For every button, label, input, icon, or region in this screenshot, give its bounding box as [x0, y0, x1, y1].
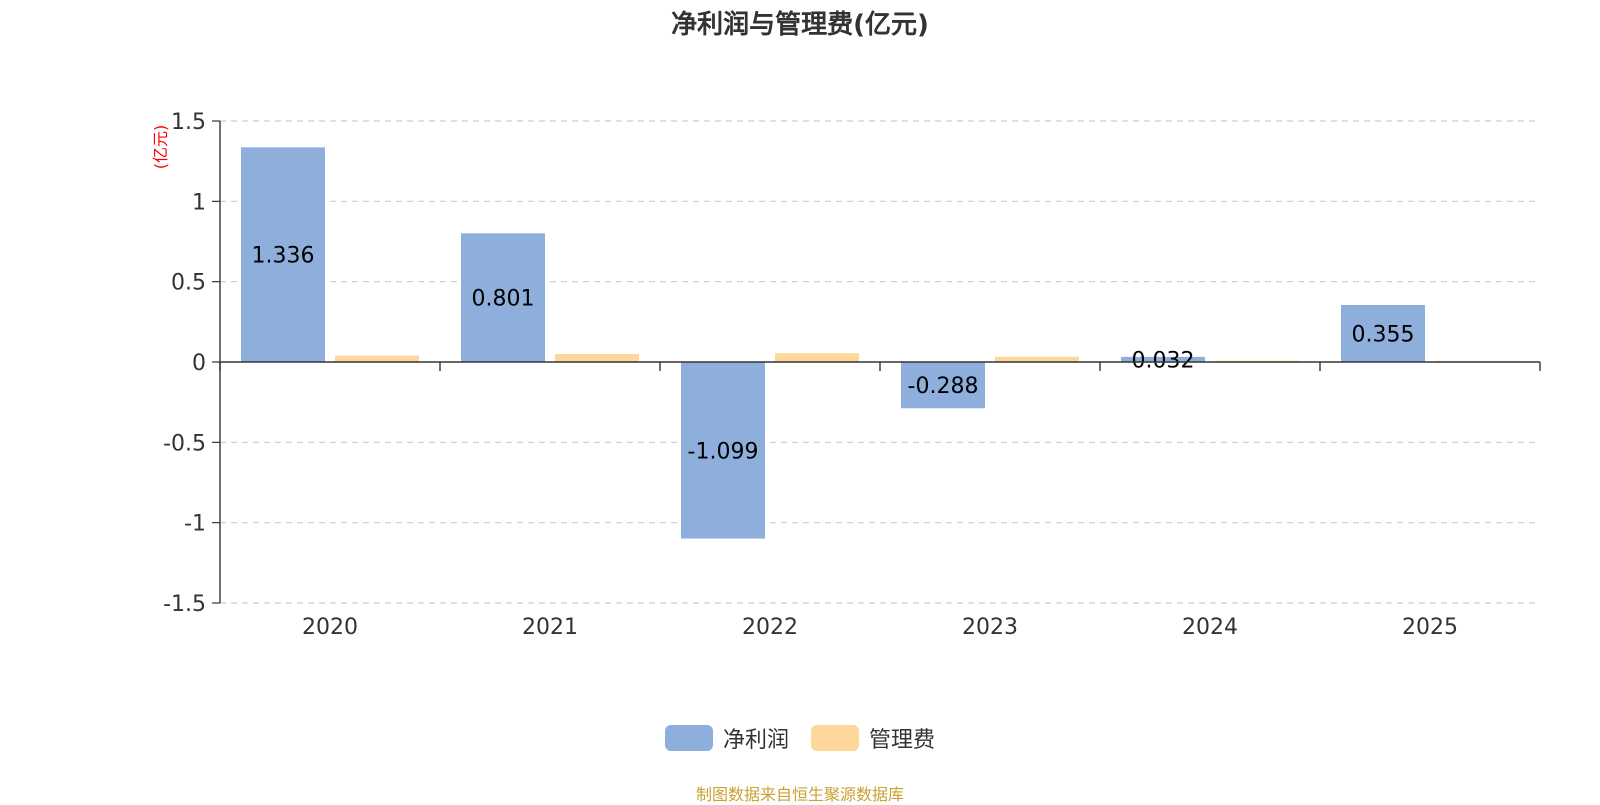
x-tick-label: 2024	[1182, 615, 1238, 640]
bar-net-profit	[461, 233, 545, 362]
data-label: 0.032	[1132, 348, 1195, 373]
y-tick-label: -1	[184, 512, 206, 537]
bar-net-profit	[1121, 356, 1205, 362]
legend-label-admin-expense: 管理费	[869, 728, 936, 753]
source-note: 制图数据来自恒生聚源数据库	[695, 785, 904, 804]
y-tick-label: -1.5	[163, 592, 206, 617]
data-label: -1.099	[688, 439, 759, 464]
bar-admin-expense	[335, 355, 419, 362]
bar-admin-expense	[775, 353, 859, 362]
y-tick-label: 1	[192, 190, 206, 215]
data-label: -0.288	[908, 374, 979, 399]
bar-admin-expense	[995, 356, 1079, 362]
bar-net-profit	[1341, 304, 1425, 362]
x-tick-label: 2025	[1402, 615, 1458, 640]
legend-swatch-admin-expense	[811, 725, 859, 751]
data-label: 0.801	[472, 287, 535, 312]
y-tick-label: -0.5	[163, 431, 206, 456]
legend-swatch-net-profit	[664, 725, 713, 751]
data-label: 0.355	[1352, 322, 1415, 347]
bar-net-profit	[681, 362, 765, 539]
x-tick-label: 2022	[742, 615, 798, 640]
x-tick-label: 2021	[522, 615, 578, 640]
y-axis-label: (亿元)	[151, 125, 170, 170]
chart-title: 净利润与管理费(亿元)	[671, 10, 929, 40]
legend-item-admin-expense[interactable]: 管理费	[811, 722, 935, 754]
bar-net-profit	[241, 147, 325, 362]
bar-admin-expense	[555, 353, 639, 362]
data-label: 1.336	[252, 244, 315, 269]
y-tick-label: 0.5	[171, 271, 206, 296]
bar-net-profit	[901, 362, 985, 409]
x-tick-label: 2020	[302, 615, 358, 640]
y-tick-label: 1.5	[171, 110, 206, 135]
legend-item-net-profit[interactable]: 净利润	[664, 722, 789, 754]
legend: 净利润 管理费	[0, 722, 1600, 754]
y-tick-label: 0	[192, 351, 206, 376]
legend-label-net-profit: 净利润	[722, 728, 789, 753]
x-tick-label: 2023	[962, 615, 1018, 640]
